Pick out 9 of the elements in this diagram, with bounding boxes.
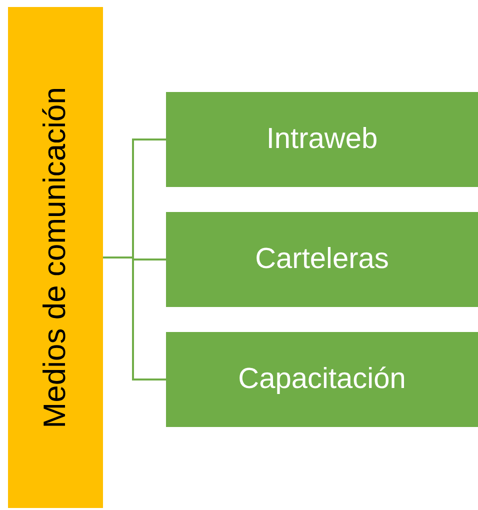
item-label: Capacitación — [238, 362, 406, 397]
item-label: Carteleras — [255, 242, 389, 277]
item-label: Intraweb — [266, 122, 378, 157]
connector-line — [103, 256, 166, 380]
item-box — [166, 212, 478, 307]
category-bar — [8, 7, 103, 508]
item-box — [166, 92, 478, 187]
item-box — [166, 332, 478, 427]
category-title: Medios de comunicación — [36, 86, 74, 428]
